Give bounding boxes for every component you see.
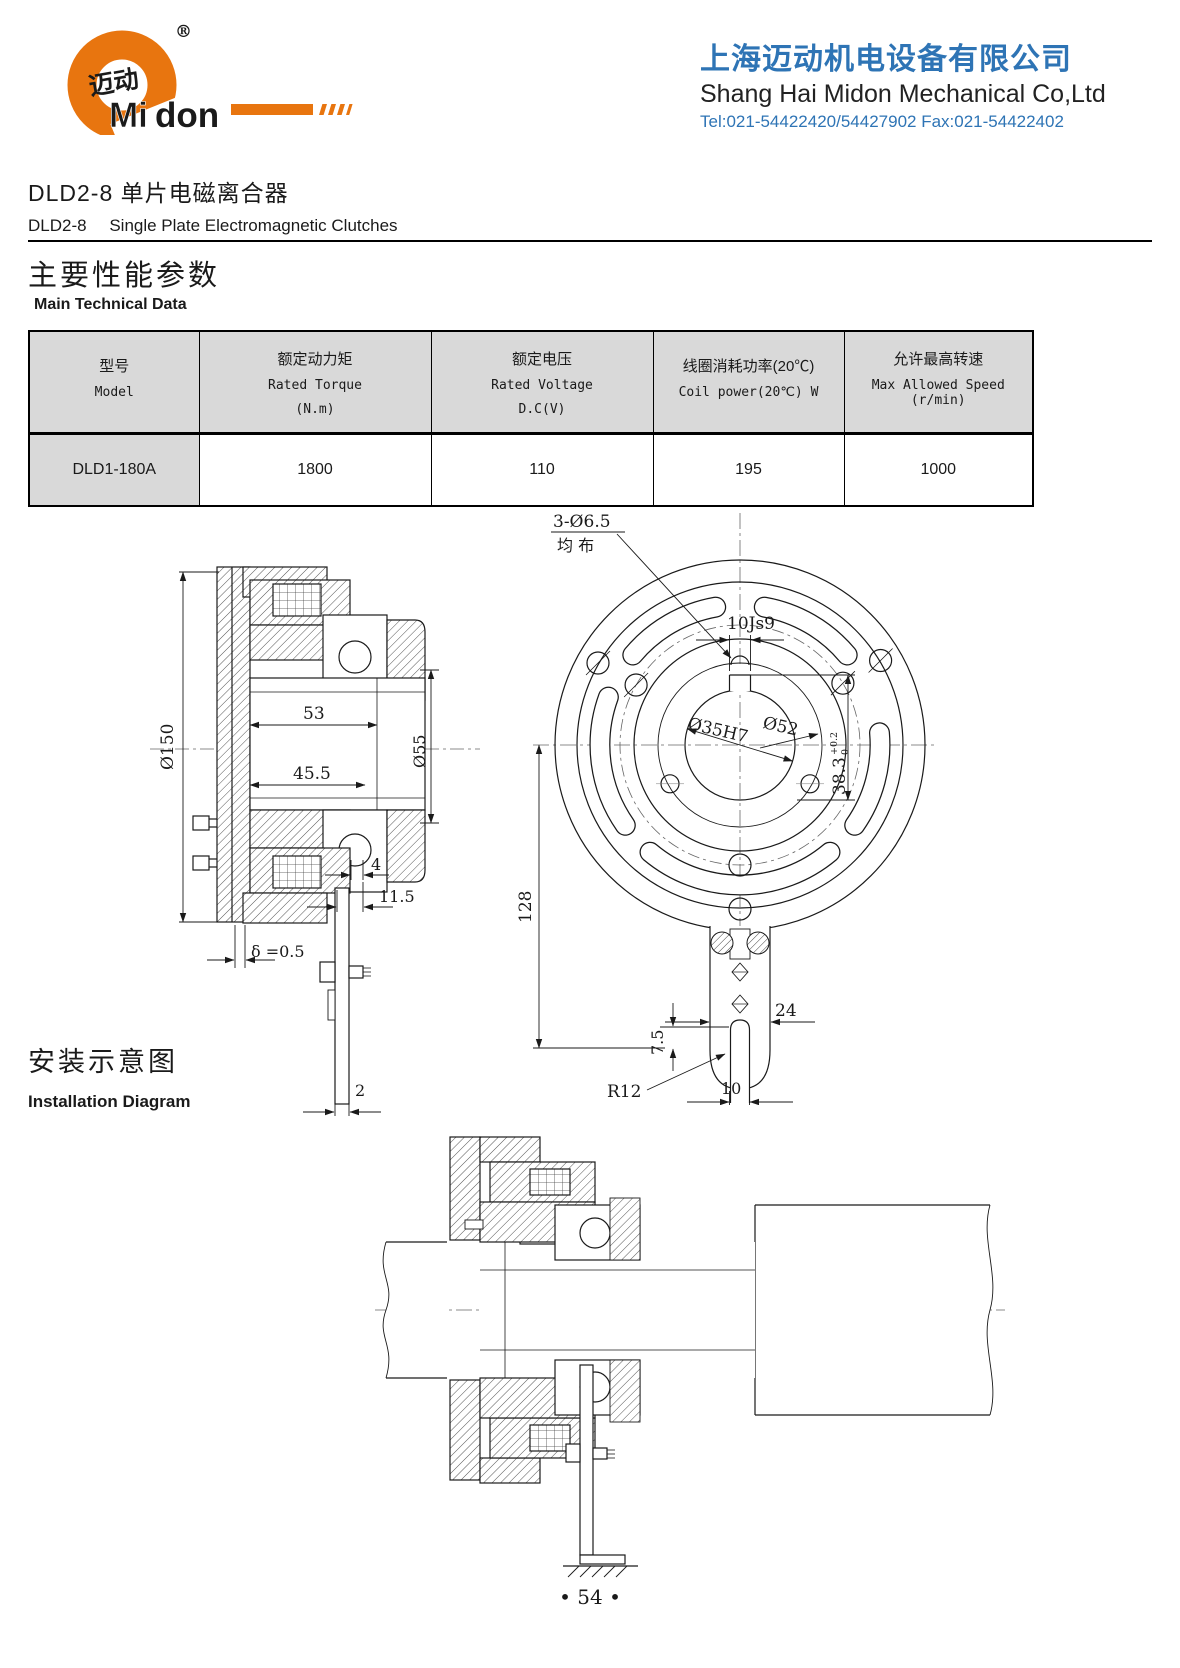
front-view-svg: 3-Ø6.5 均 布 10Js9 Ø35H7 Ø52 38.3 +0.2 0 1…: [516, 512, 935, 1106]
page-title-en: DLD2-8 Single Plate Electromagnetic Clut…: [28, 216, 398, 236]
page-title-en-text: Single Plate Electromagnetic Clutches: [109, 216, 398, 235]
front-view-dim-labels: 3-Ø6.5 均 布 10Js9 Ø35H7 Ø52 38.3 +0.2 0 1…: [516, 512, 851, 1102]
spec-table-data-row: DLD1-180A 1800 110 195 1000: [28, 433, 1034, 507]
dim-r12: R12: [607, 1082, 641, 1102]
cell-power: 195: [652, 433, 845, 507]
page-title-cn: DLD2-8 单片电磁离合器: [28, 180, 289, 206]
col-voltage-cn: 额定电压: [511, 350, 572, 368]
company-block: 上海迈动机电设备有限公司 Shang Hai Midon Mechanical …: [700, 42, 1120, 134]
dim-d150: Ø150: [158, 724, 178, 770]
dim-11-5: 11.5: [379, 887, 415, 906]
section-install-en: Installation Diagram: [28, 1092, 191, 1111]
col-torque-en: Rated Torque: [268, 377, 362, 393]
col-model-en: Model: [94, 385, 134, 400]
dim-38-3: 38.3 +0.2 0: [829, 732, 851, 795]
spec-table-header-row: 型号 Model 额定动力矩 Rated Torque (N.m) 额定电压 R…: [28, 330, 1034, 435]
dim-gap: δ =0.5: [251, 942, 305, 961]
cell-model: DLD1-180A: [28, 433, 200, 507]
section-main-en: Main Technical Data: [34, 296, 187, 313]
company-name-en: Shang Hai Midon Mechanical Co,Ltd: [700, 80, 1106, 108]
col-voltage-en: Rated Voltage: [491, 377, 593, 393]
col-voltage-unit: D.C(V): [518, 401, 566, 417]
col-power-cn: 线圈消耗功率(20℃): [682, 358, 815, 375]
col-header-speed: 允许最高转速 Max Allowed Speed (r/min): [843, 330, 1034, 435]
dim-45-5: 45.5: [293, 764, 331, 784]
front-view-body: [554, 559, 926, 1103]
dim-10: 10: [721, 1079, 741, 1098]
col-speed-cn: 允许最高转速: [893, 350, 984, 368]
page-number: • 54 •: [559, 1585, 621, 1609]
cell-voltage: 110: [430, 433, 654, 507]
spec-table: 型号 Model 额定动力矩 Rated Torque (N.m) 额定电压 R…: [28, 330, 1034, 507]
cell-torque: 1800: [198, 433, 432, 507]
col-model-cn: 型号: [99, 358, 130, 375]
logo-mi-text: Mi: [109, 96, 148, 135]
col-header-voltage: 额定电压 Rated Voltage D.C(V): [430, 330, 654, 435]
dim-d52: Ø52: [761, 713, 800, 740]
dim-d55: Ø55: [410, 735, 429, 768]
col-header-model: 型号 Model: [28, 330, 200, 435]
terminal-bracket: [709, 926, 771, 1103]
installation-svg: [375, 1136, 1005, 1578]
dim-2: 2: [355, 1081, 365, 1100]
col-torque-cn: 额定动力矩: [277, 350, 353, 368]
col-power-en: Coil power(20℃) W: [678, 385, 819, 400]
company-contact: Tel:021-54422420/54427902 Fax:021-544224…: [700, 112, 1064, 131]
logo-don-text: don: [155, 96, 219, 135]
logo-bar-stripes: [319, 104, 353, 115]
keyway: [728, 665, 752, 692]
col-header-torque: 额定动力矩 Rated Torque (N.m): [198, 330, 432, 435]
holes-label-even: 均 布: [557, 536, 594, 555]
side-view-dim-labels: Ø150 53 45.5 Ø55 4 11.5 δ =0.5 2: [158, 704, 429, 1100]
spec-table-wrap: 型号 Model 额定动力矩 Rated Torque (N.m) 额定电压 R…: [28, 330, 1034, 507]
svg-text:+0.2: +0.2: [829, 732, 840, 755]
dim-4: 4: [371, 855, 381, 874]
front-view-dimensions: [533, 531, 855, 1106]
holes-label-qty: 3-Ø6.5: [553, 512, 611, 532]
dim-d35h7: Ø35H7: [686, 714, 750, 747]
dim-128: 128: [516, 891, 536, 923]
side-view-drawing: Ø150 53 45.5 Ø55 4 11.5 δ =0.5 2: [135, 520, 485, 1125]
logo-bar: [231, 104, 313, 115]
page-title-en-model: DLD2-8: [28, 216, 87, 235]
install-body: [382, 1136, 994, 1578]
installation-drawing: [370, 1070, 1010, 1665]
section-main-cn: 主要性能参数: [28, 260, 221, 292]
front-view-drawing: 3-Ø6.5 均 布 10Js9 Ø35H7 Ø52 38.3 +0.2 0 1…: [515, 505, 945, 1110]
ground-symbol: [563, 1565, 638, 1578]
dim-24: 24: [775, 1001, 797, 1021]
col-speed-en: Max Allowed Speed (r/min): [871, 377, 1005, 408]
midon-logo-icon: 迈动 ® Mi don: [67, 22, 353, 150]
dim-7-5: 7.5: [648, 1030, 667, 1055]
brand-logo: 迈动 ® Mi don: [25, 5, 365, 150]
dim-10js9: 10Js9: [727, 614, 775, 634]
side-view-body: [150, 566, 480, 1105]
section-install-cn: 安装示意图: [28, 1047, 178, 1077]
svg-text:38.3: 38.3: [830, 757, 850, 795]
col-header-power: 线圈消耗功率(20℃) Coil power(20℃) W: [652, 330, 845, 435]
side-view-dimensions: [179, 571, 439, 1116]
registered-mark: ®: [175, 22, 192, 42]
cell-speed: 1000: [843, 433, 1034, 507]
svg-text:0: 0: [840, 749, 851, 755]
dim-53: 53: [303, 704, 325, 724]
col-torque-unit: (N.m): [295, 401, 335, 417]
company-name-cn: 上海迈动机电设备有限公司: [700, 43, 1072, 76]
side-view-svg: Ø150 53 45.5 Ø55 4 11.5 δ =0.5 2: [150, 566, 480, 1116]
title-divider: [28, 240, 1152, 242]
